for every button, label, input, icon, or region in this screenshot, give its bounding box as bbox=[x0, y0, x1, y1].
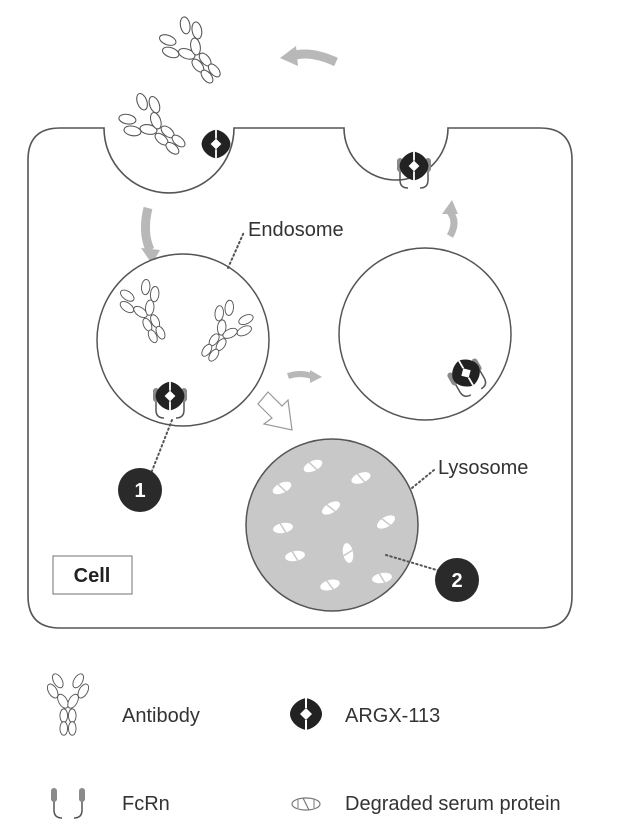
recycle-arrow-top-head bbox=[280, 46, 298, 66]
legend-fcrn-label: FcRn bbox=[122, 793, 170, 815]
exocytosis-arrow-head bbox=[442, 200, 458, 214]
antibody-free-1 bbox=[150, 8, 236, 97]
cell-label: Cell bbox=[74, 565, 111, 587]
fcrn-icon bbox=[50, 787, 86, 819]
endocytosis-arrow-head bbox=[141, 248, 160, 264]
antibody-free-2 bbox=[110, 84, 199, 170]
endocytosis-arrow bbox=[140, 206, 155, 252]
argx-113-membrane bbox=[398, 150, 430, 182]
legend-degraded-label: Degraded serum protein bbox=[345, 793, 561, 815]
endosome-left bbox=[96, 253, 270, 427]
antibody-icon bbox=[44, 671, 92, 736]
argx-113-icon bbox=[289, 697, 323, 731]
step-2-badge bbox=[435, 558, 479, 602]
lysosome-label: Lysosome bbox=[438, 457, 528, 479]
step-1-badge bbox=[118, 468, 162, 512]
legend-antibody-label: Antibody bbox=[122, 705, 200, 727]
step-1-number: 1 bbox=[134, 480, 145, 502]
step-2-leader bbox=[385, 554, 441, 572]
endosome-transfer-arrow-head bbox=[310, 370, 322, 383]
step-1-leader bbox=[149, 419, 173, 477]
endosome-leader bbox=[227, 231, 245, 269]
legend-argx-label: ARGX-113 bbox=[345, 705, 440, 727]
lysosome-leader bbox=[411, 469, 435, 489]
degraded-protein-icon bbox=[291, 797, 321, 811]
cell-label-box bbox=[52, 555, 133, 595]
lysosome-arrow bbox=[257, 391, 293, 431]
recycle-arrow-top bbox=[290, 49, 338, 67]
endosome-transfer-arrow bbox=[287, 371, 313, 379]
exocytosis-arrow bbox=[446, 209, 458, 238]
lysosome bbox=[245, 438, 419, 612]
argx-113-free bbox=[200, 128, 232, 160]
endosome-label: Endosome bbox=[248, 219, 344, 241]
step-2-number: 2 bbox=[451, 570, 462, 592]
endosome-right bbox=[338, 247, 512, 421]
